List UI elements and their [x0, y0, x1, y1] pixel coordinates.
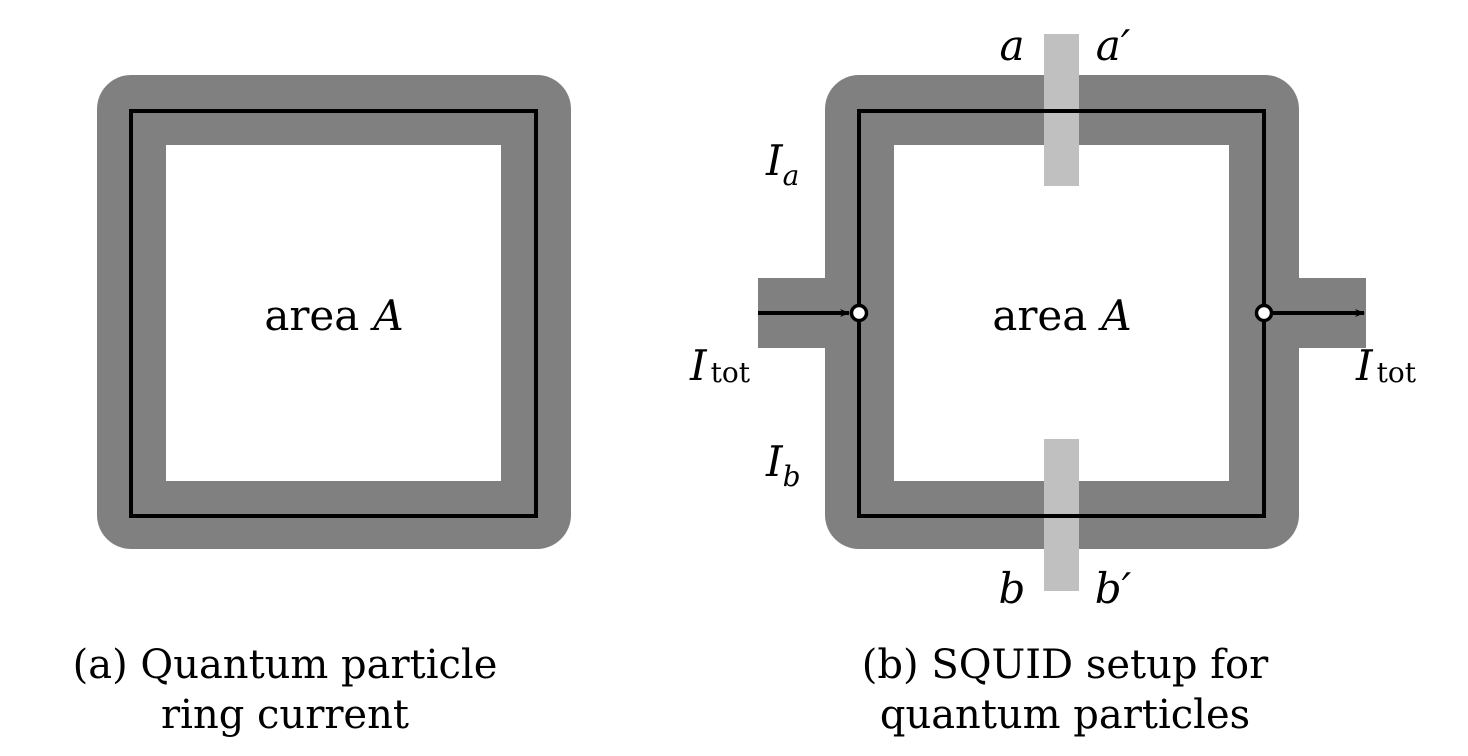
caption-a-prefix: (a): [72, 642, 128, 688]
caption-panel-b: (b) SQUID setup for quantum particles: [810, 640, 1320, 740]
node-right: [1254, 303, 1274, 323]
junction-label-a: a: [999, 21, 1024, 70]
caption-panel-a: (a) Quantum particle ring current: [30, 640, 540, 740]
junction-label-a-prime: a′: [1096, 21, 1131, 70]
caption-b-prefix: (b): [861, 642, 919, 688]
current-path-a: [129, 109, 538, 518]
current-label-ib: Ib: [765, 437, 801, 493]
ring-hole-a: [166, 145, 501, 481]
caption-a-line2: ring current: [161, 692, 409, 738]
junction-label-b-prime: b′: [1095, 564, 1132, 613]
caption-a-text1: Quantum particle: [140, 642, 498, 688]
junction-label-b: b: [999, 564, 1026, 613]
caption-b-text1: SQUID setup for: [931, 642, 1269, 688]
current-label-ia: Ia: [765, 136, 799, 192]
ring-hole-b: [894, 145, 1229, 481]
caption-a-line1: (a) Quantum particle: [30, 640, 540, 690]
node-left: [849, 303, 869, 323]
caption-b-line1: (b) SQUID setup for: [810, 640, 1320, 690]
caption-b-line2: quantum particles: [879, 692, 1251, 738]
